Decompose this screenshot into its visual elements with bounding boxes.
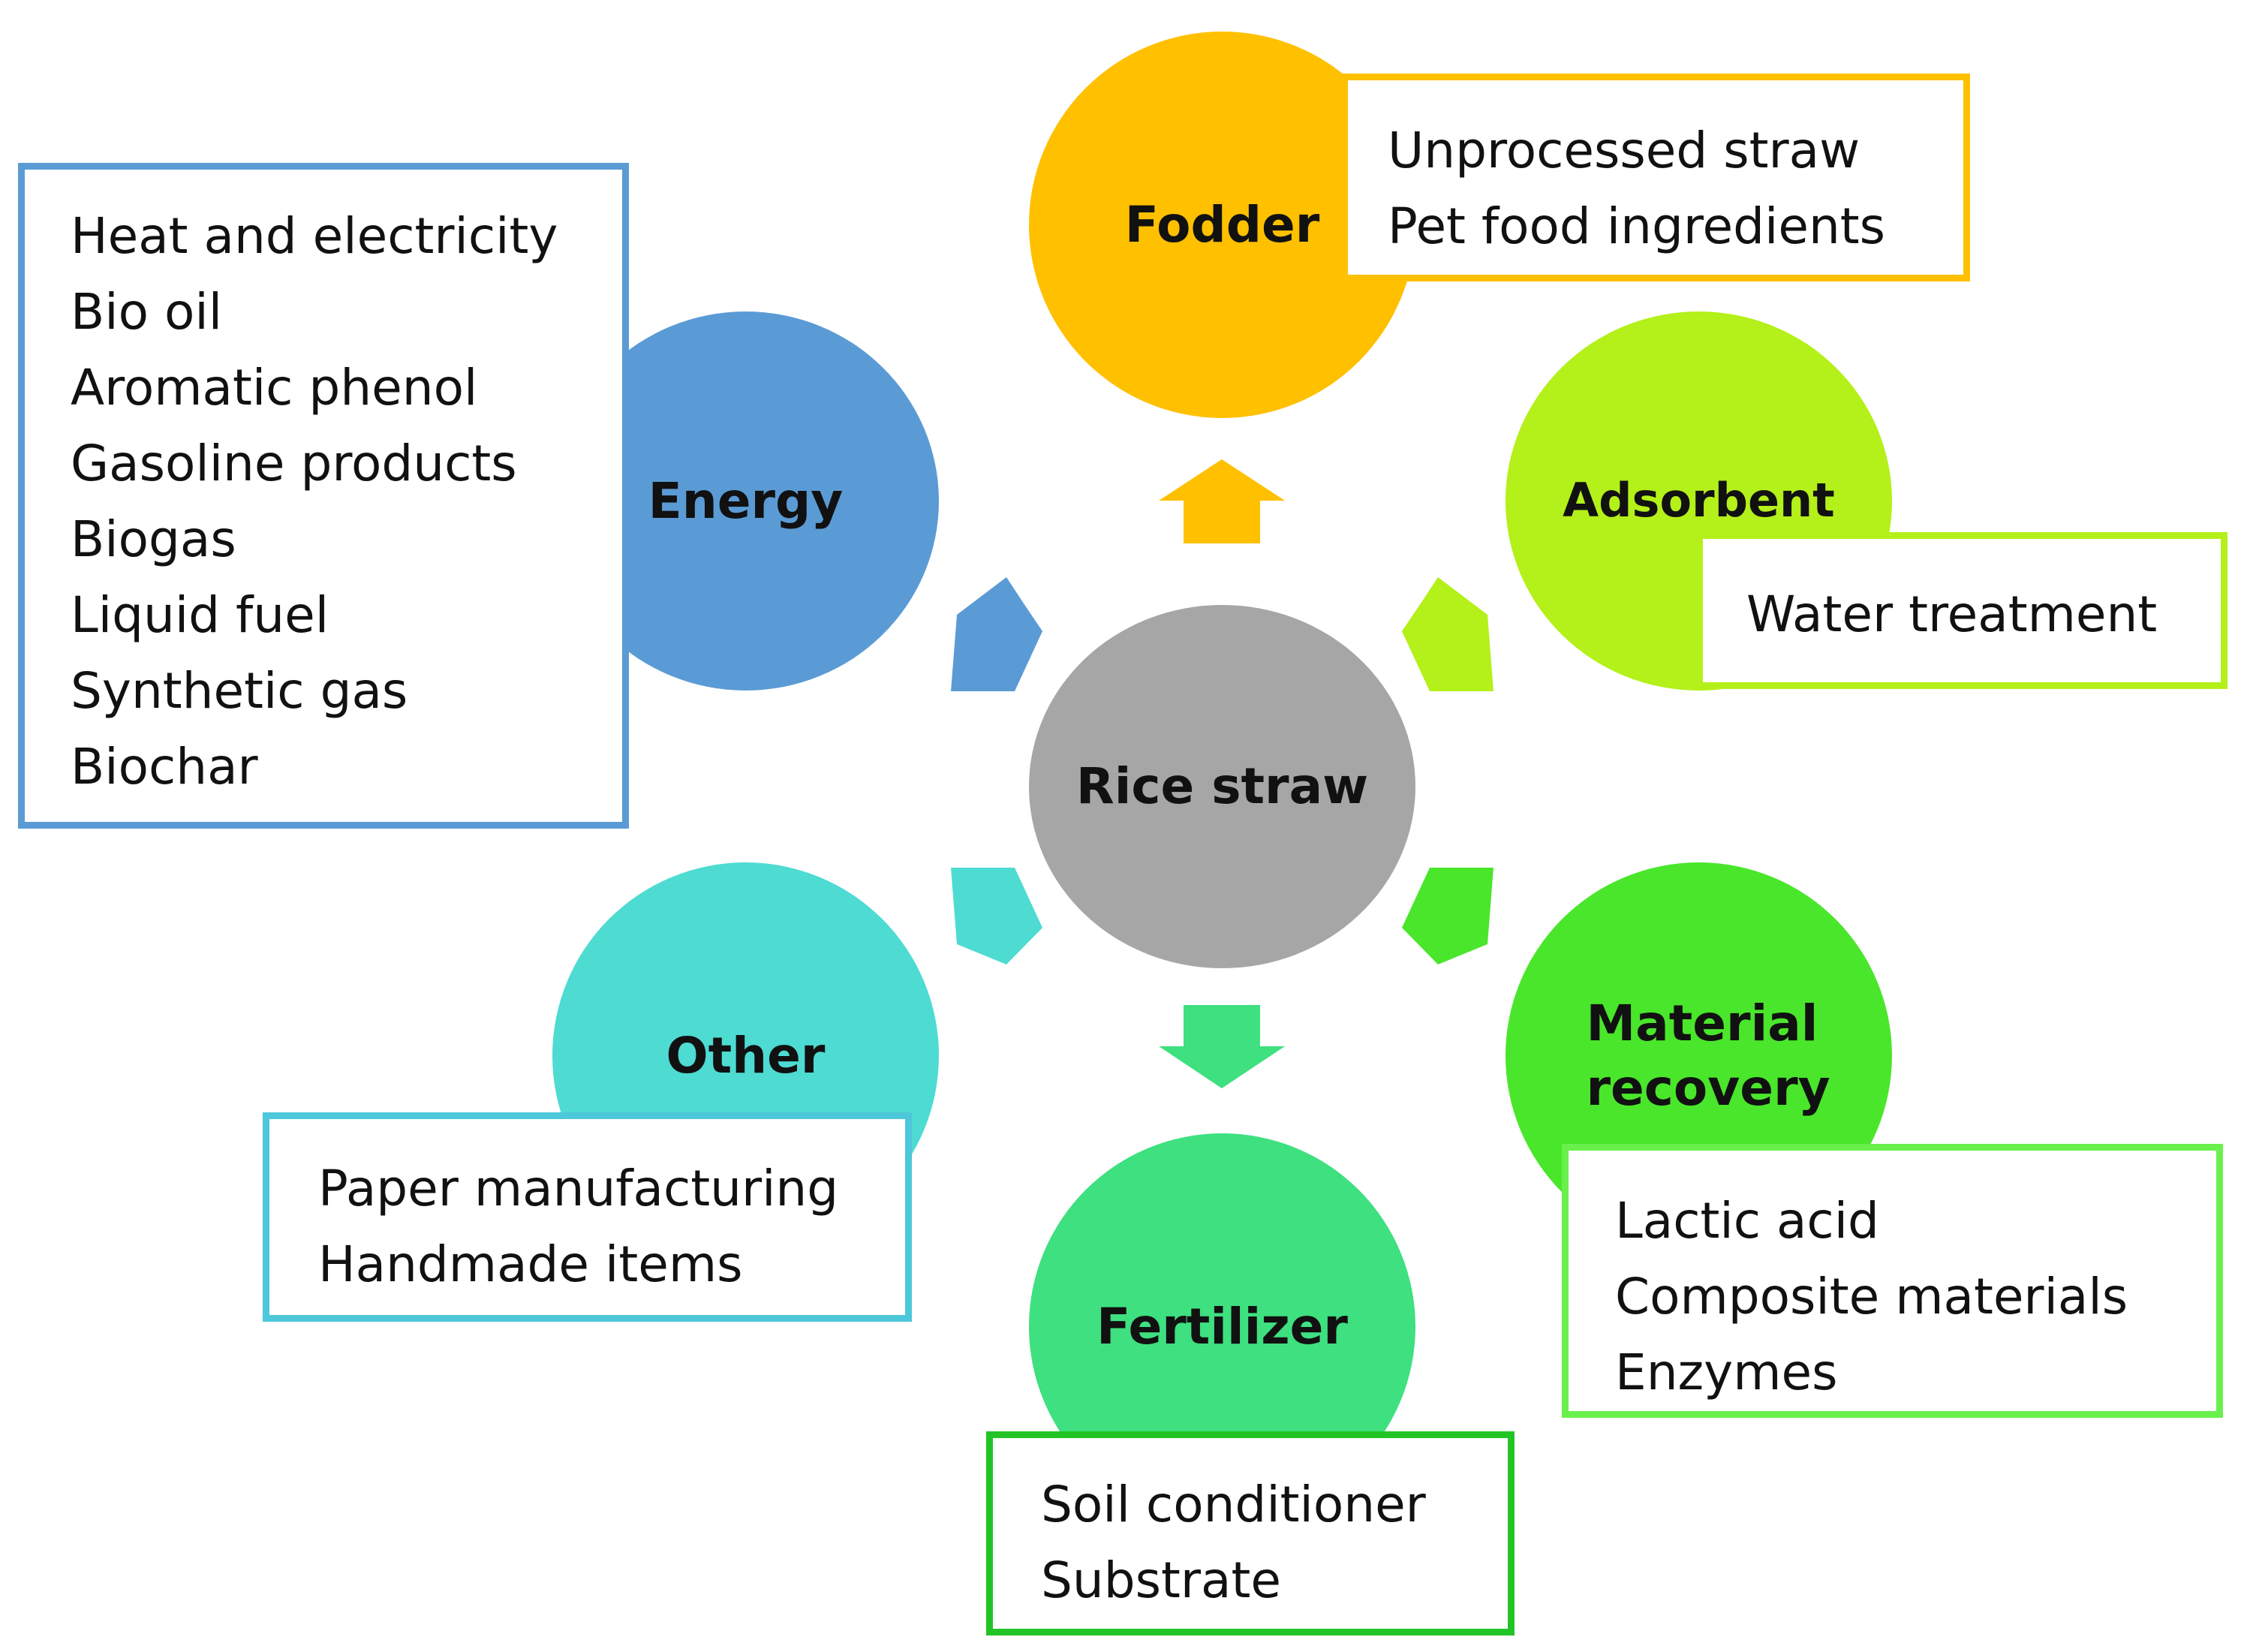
fodder-uses-box: Unprocessed straw Pet food ingredients	[1341, 74, 1970, 281]
other-item: Paper manufacturing	[318, 1160, 839, 1217]
energy-item: Gasoline products	[71, 435, 517, 492]
energy-item: Biogas	[71, 510, 236, 568]
arrow-to-fodder	[1159, 459, 1285, 543]
adsorbent-uses-box: Water treatment	[1696, 532, 2227, 689]
material-item: Composite materials	[1615, 1268, 2128, 1326]
fertilizer-label: Fertilizer	[1096, 1297, 1348, 1356]
energy-item: Liquid fuel	[71, 586, 329, 644]
material-item: Enzymes	[1615, 1344, 1838, 1401]
arrow-to-fertilizer	[1159, 1005, 1285, 1088]
arrow-to-adsorbent	[1402, 577, 1493, 691]
adsorbent-item: Water treatment	[1746, 585, 2158, 643]
fertilizer-item: Substrate	[1041, 1551, 1281, 1609]
arrow-to-material	[1402, 868, 1493, 964]
energy-item: Aromatic phenol	[71, 359, 478, 417]
adsorbent-label: Adsorbent	[1563, 473, 1835, 528]
material-recovery-label: Material recovery	[1586, 994, 1830, 1117]
energy-item: Bio oil	[71, 283, 223, 341]
other-uses-box: Paper manufacturing Handmade items	[263, 1112, 912, 1322]
other-item: Handmade items	[318, 1235, 743, 1293]
material-item: Lactic acid	[1615, 1192, 1879, 1250]
energy-item: Heat and electricity	[71, 207, 558, 265]
rice-straw-label: Rice straw	[1075, 757, 1369, 816]
other-label: Other	[666, 1026, 826, 1085]
fodder-label: Fodder	[1124, 195, 1320, 254]
material-recovery-uses-box: Lactic acid Composite materials Enzymes	[1562, 1144, 2223, 1418]
fertilizer-uses-box: Soil conditioner Substrate	[986, 1431, 1515, 1635]
energy-item: Biochar	[71, 738, 258, 796]
rice-straw-center-node: Rice straw	[1029, 605, 1415, 968]
arrow-to-other	[951, 868, 1042, 964]
fodder-item: Pet food ingredients	[1388, 197, 1886, 255]
energy-uses-box: Heat and electricity Bio oil Aromatic ph…	[18, 163, 629, 829]
fertilizer-item: Soil conditioner	[1041, 1476, 1426, 1533]
fodder-item: Unprocessed straw	[1388, 122, 1860, 179]
energy-label: Energy	[648, 471, 844, 530]
arrow-to-energy	[951, 577, 1042, 691]
energy-item: Synthetic gas	[71, 662, 408, 720]
